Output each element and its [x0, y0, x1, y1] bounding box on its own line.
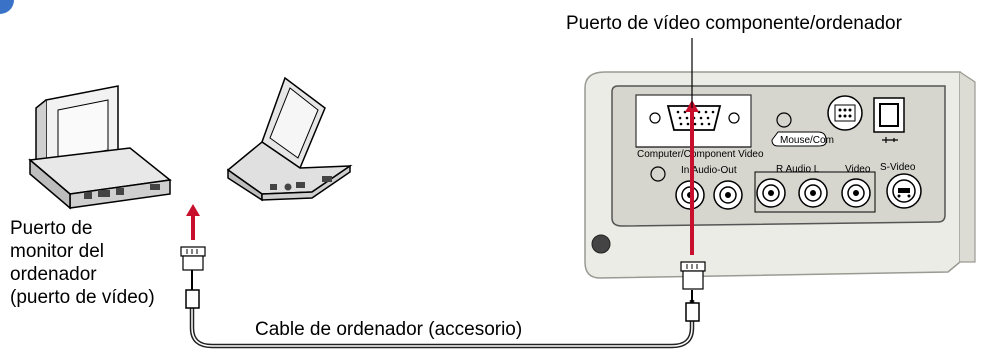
arrow-up-icon: [186, 204, 200, 216]
ferrite-core-right: [685, 302, 700, 322]
usb-icon: [882, 137, 898, 143]
projector-port-label: Puerto de vídeo componente/ordenador: [566, 13, 902, 34]
in-audio-out-label: In Audio-Out: [681, 165, 737, 176]
cable-label: Cable de ordenador (accesorio): [255, 319, 523, 340]
desktop-computer-icon: [28, 85, 172, 210]
video-label: Video: [845, 164, 871, 175]
ferrite-core-left: [185, 289, 200, 309]
computer-port-line: Puerto de: [10, 218, 93, 239]
computer-port-label: Puerto de monitor del ordenador (puerto …: [10, 217, 155, 309]
laptop-icon: [226, 76, 353, 202]
computer-port-line: (puerto de vídeo): [10, 287, 155, 308]
connection-arrows: [186, 38, 699, 255]
r-audio-l-label: R Audio L: [776, 164, 820, 175]
s-video-label: S-Video: [880, 162, 916, 173]
vga-connector-left: [180, 246, 206, 271]
computer-cable: [180, 246, 706, 349]
projector-icon: Computer/Component Video Mouse/Com In Au…: [584, 71, 976, 279]
computer-port-line: monitor del: [10, 241, 104, 262]
vga-connector-right: [680, 261, 706, 290]
computer-video-label: Computer/Component Video: [637, 149, 764, 160]
computer-port-line: ordenador: [10, 264, 97, 285]
mouse-com-label: Mouse/Com: [780, 135, 834, 146]
corner-mark: [0, 0, 14, 14]
foot: [591, 234, 611, 254]
